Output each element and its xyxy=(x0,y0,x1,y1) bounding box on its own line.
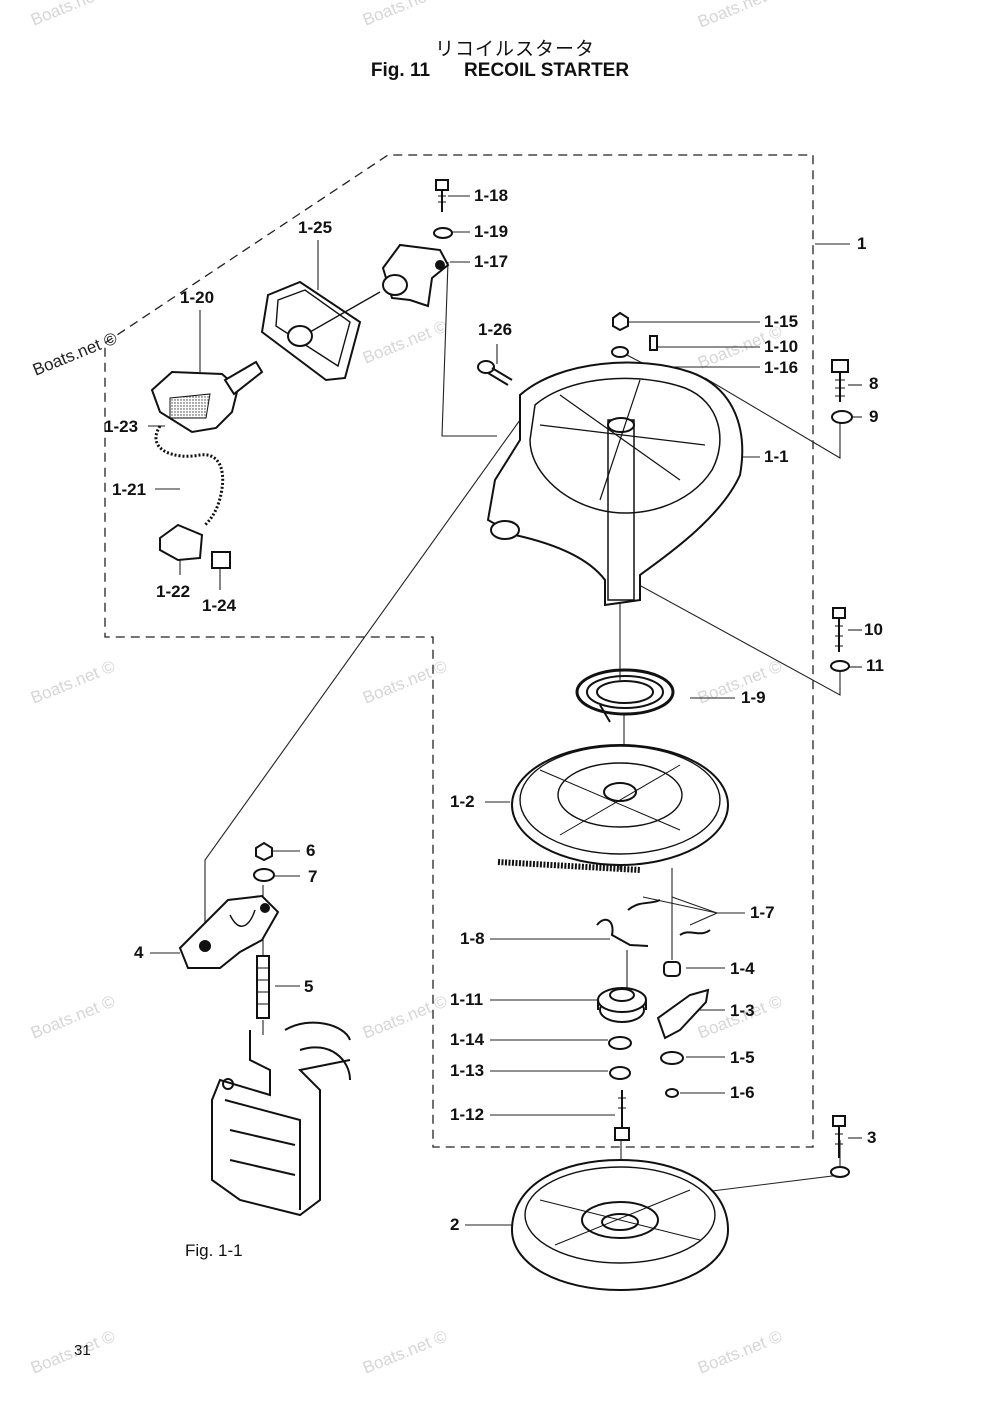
starter-handle-grip xyxy=(262,282,380,380)
washer-7 xyxy=(254,869,274,881)
collar-1-4 xyxy=(664,962,680,976)
callout-label: 1-12 xyxy=(450,1105,485,1124)
callout-label: 1-21 xyxy=(112,480,147,499)
bolt-10 xyxy=(833,608,845,652)
assembly-boundary xyxy=(105,155,813,1147)
ratchet-1-3 xyxy=(658,990,708,1038)
callout-label: 1-1 xyxy=(764,447,789,466)
bolt-3 xyxy=(833,1116,845,1158)
callout-label: 9 xyxy=(869,407,879,426)
callout-label: 7 xyxy=(308,867,318,886)
callout-label: 1-9 xyxy=(741,688,766,707)
callout-label: 1-17 xyxy=(474,252,509,271)
callout-label: 1-16 xyxy=(764,358,799,377)
callout-label: 1-26 xyxy=(478,320,513,339)
callout-label: 1-18 xyxy=(474,186,509,205)
callout-label: 1-19 xyxy=(474,222,509,241)
washer-9 xyxy=(832,411,852,423)
reel xyxy=(512,745,728,865)
stop-switch xyxy=(152,362,262,432)
bolt-8 xyxy=(832,360,848,402)
callout-label: 8 xyxy=(869,374,879,393)
leader-lines xyxy=(148,196,862,1225)
nut-1-15 xyxy=(613,313,628,330)
title-japanese: リコイルスタータ xyxy=(434,38,595,60)
callout-label: 1-20 xyxy=(180,288,215,307)
lanyard-cord xyxy=(156,426,223,525)
pin-1-10 xyxy=(650,336,657,350)
drive-pulley xyxy=(598,988,646,1022)
figure-number: Fig. 11 xyxy=(370,60,431,81)
callout-label: 1-15 xyxy=(764,312,799,331)
callout-label: 11 xyxy=(866,656,884,675)
bolt-1-12 xyxy=(615,1090,629,1140)
ratchet-return-spring-1-8 xyxy=(597,920,648,946)
washer-3 xyxy=(831,1167,849,1177)
callout-label: 1-24 xyxy=(202,596,237,615)
callout-label: 1-6 xyxy=(730,1083,755,1102)
title-english: Fig. 11 RECOIL STARTER xyxy=(0,60,1000,82)
recoil-spring xyxy=(577,670,673,722)
callout-label: 1-23 xyxy=(104,417,139,436)
callout-label: 1-3 xyxy=(730,1001,755,1020)
washer-1-14 xyxy=(609,1037,631,1049)
callout-label: 2 xyxy=(450,1215,460,1234)
starter-pulley xyxy=(512,1160,728,1290)
callout-label: 1-11 xyxy=(450,990,484,1009)
callout-label: 1 xyxy=(857,234,867,253)
callout-label: 1-7 xyxy=(750,903,775,922)
lanyard-clip xyxy=(160,525,202,560)
callout-label: 1-14 xyxy=(450,1030,485,1049)
washer-1-5 xyxy=(661,1052,683,1064)
starter-lock-bracket xyxy=(180,896,278,968)
callout-label: 1-10 xyxy=(764,337,799,356)
engine-case-reference xyxy=(212,1023,350,1215)
callout-label: 4 xyxy=(134,943,144,962)
clip-1-6 xyxy=(666,1089,678,1097)
starter-case xyxy=(488,363,742,605)
callout-label: 1-2 xyxy=(450,792,475,811)
starter-rope xyxy=(498,862,640,870)
washer-1-16 xyxy=(612,347,628,357)
page-number: 31 xyxy=(74,1342,91,1359)
handle-bracket xyxy=(383,245,448,306)
callout-label: 1-22 xyxy=(156,582,191,601)
callout-label: 1-4 xyxy=(730,959,755,978)
callout-label: 1-13 xyxy=(450,1061,485,1080)
washer-1-13 xyxy=(610,1067,630,1079)
washer-11 xyxy=(831,661,849,671)
pin-1-26 xyxy=(478,361,512,385)
lock-plate xyxy=(212,552,230,568)
figure-name: RECOIL STARTER xyxy=(464,60,630,81)
stud-5 xyxy=(257,956,269,1018)
callout-label: 10 xyxy=(864,620,883,639)
figure-reference: Fig. 1-1 xyxy=(185,1241,243,1260)
callout-label: 5 xyxy=(304,977,314,996)
callout-label: 1-25 xyxy=(298,218,333,237)
washer-1-19 xyxy=(434,228,452,238)
ratchet-spring-1-7 xyxy=(628,900,710,935)
callout-label: 6 xyxy=(306,841,316,860)
nut-6 xyxy=(256,843,272,860)
callout-label: 1-5 xyxy=(730,1048,755,1067)
callout-label: 1-8 xyxy=(460,929,485,948)
callout-label: 3 xyxy=(867,1128,877,1147)
bolt-1-18 xyxy=(436,180,448,212)
